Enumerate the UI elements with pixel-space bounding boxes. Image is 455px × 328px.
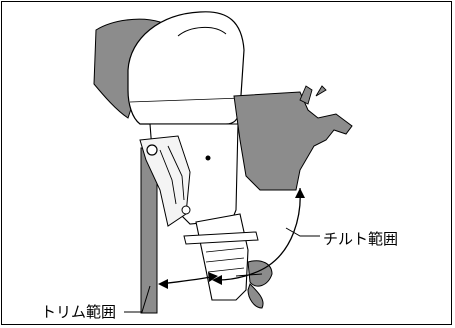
lower-unit-lines (205, 247, 245, 273)
propeller (247, 260, 273, 309)
cowling-seam (129, 97, 243, 103)
tilt-arc-arrowhead-top (295, 188, 305, 198)
clamp-bracket (139, 135, 191, 227)
lower-unit (195, 213, 249, 301)
tilt-label-leader (285, 227, 320, 237)
trim-arc-arrowhead-right (208, 272, 218, 282)
tilt-pin (146, 144, 158, 156)
bracket-linkage (159, 145, 185, 205)
trim-arc-arrowhead-left (158, 279, 168, 289)
midsection-bolt (205, 155, 211, 161)
anti-ventilation-plate (183, 231, 259, 245)
engine-cowling (127, 11, 245, 125)
tilted-fin (299, 85, 327, 105)
tilt-arc-arrowhead-bottom (212, 275, 222, 285)
bracket-bolt (181, 205, 191, 215)
tilt-range-label: チルト範囲 (322, 228, 400, 249)
trim-label-leader (124, 285, 151, 313)
figure-frame (1, 1, 452, 325)
tilt-range-arc (217, 187, 301, 281)
cowling-top-vent (177, 27, 227, 37)
trim-range-label: トリム範囲 (40, 301, 118, 322)
tilted-lower-unit (233, 91, 353, 191)
